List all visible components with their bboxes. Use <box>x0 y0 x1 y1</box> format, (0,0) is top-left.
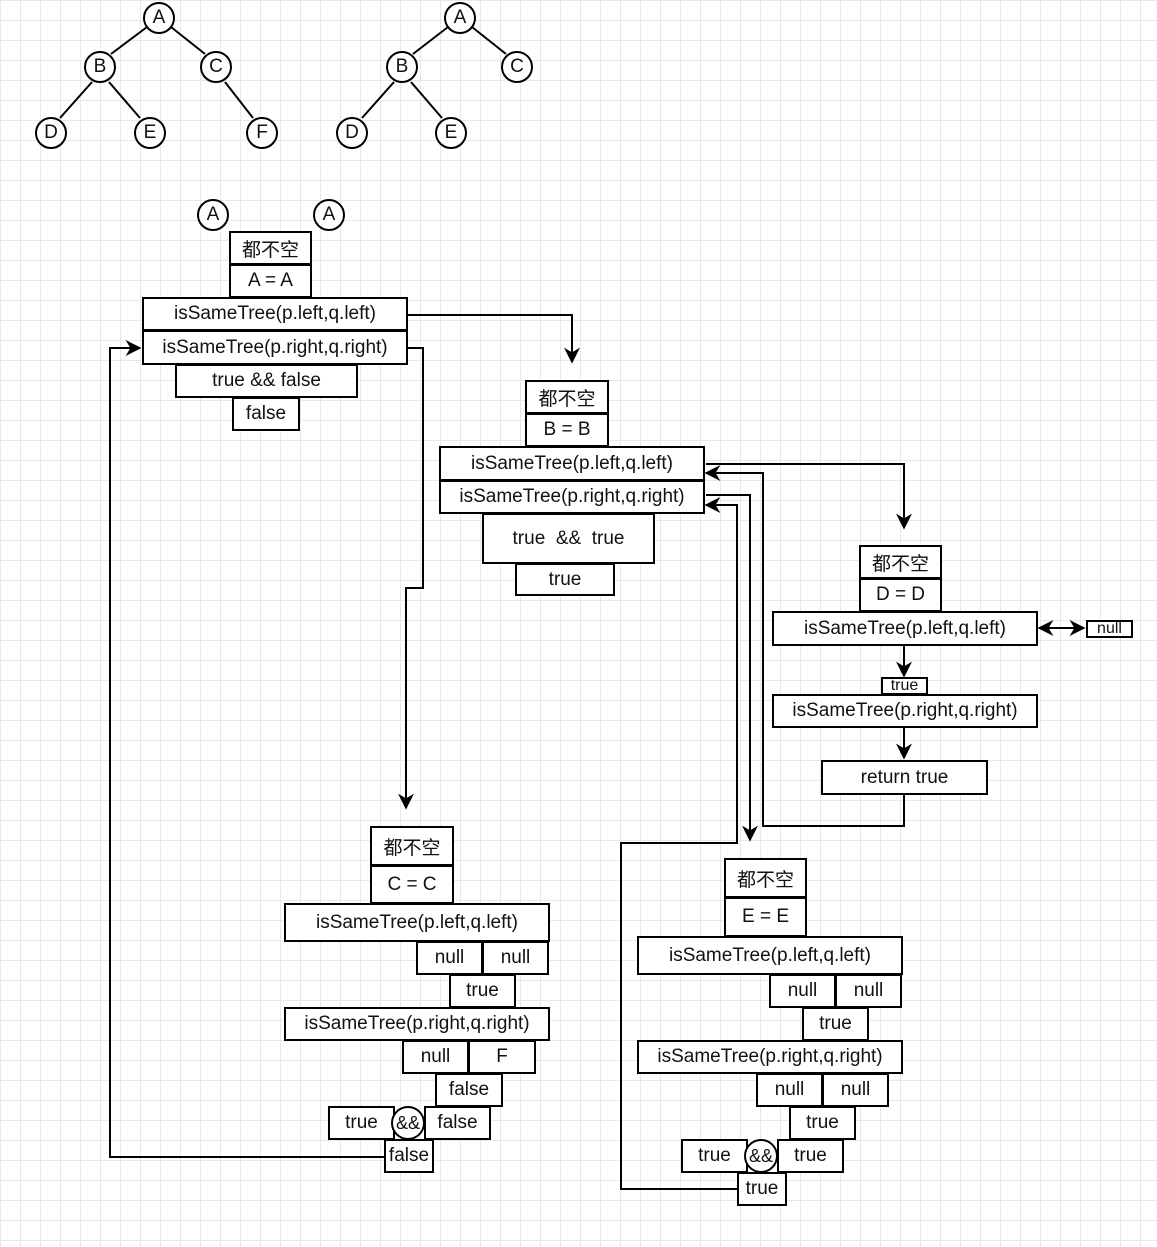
tree-p-node-c: C <box>200 51 232 83</box>
frame-c-not-null: 都不空 <box>370 826 454 866</box>
frame-a-combine: true && false <box>175 364 358 398</box>
frame-a-result: false <box>232 397 300 431</box>
frame-e-left-p: null <box>769 974 836 1008</box>
tree-edge <box>110 26 148 55</box>
frame-a-call-right: isSameTree(p.right,q.right) <box>142 330 408 365</box>
tree-q-node-a: A <box>444 2 476 34</box>
frame-c-result: false <box>384 1139 434 1173</box>
tree-q-node-c: C <box>501 51 533 83</box>
frame-b-combine: true && true <box>482 513 655 564</box>
frame-e-left-q: null <box>835 974 902 1008</box>
tree-p-node-b: B <box>84 51 116 83</box>
frame-c-right-q: F <box>468 1040 536 1074</box>
frame-b-call-right: isSameTree(p.right,q.right) <box>439 480 705 514</box>
frame-b-not-null: 都不空 <box>525 380 609 414</box>
tree-edge <box>108 81 141 119</box>
frame-e-right-p: null <box>756 1073 823 1107</box>
arrow-e-result-to-b-right <box>620 497 738 1190</box>
tree-p-node-f: F <box>246 117 278 149</box>
frame-c-call-right: isSameTree(p.right,q.right) <box>284 1007 550 1041</box>
tree-edge <box>224 81 254 119</box>
arrow-c-result-to-a-right <box>109 340 384 1158</box>
tree-edge <box>59 81 93 119</box>
frame-d-call-right: isSameTree(p.right,q.right) <box>772 694 1038 728</box>
frame-c-left-p: null <box>416 941 483 975</box>
arrow-b-right-to-e <box>706 494 758 842</box>
frame-c-call-left: isSameTree(p.left,q.left) <box>284 903 550 942</box>
tree-edge <box>471 26 507 55</box>
frame-c-combine-right: false <box>424 1106 491 1140</box>
tree-p-node-a: A <box>143 2 175 34</box>
frame-d-null-label: null <box>1086 620 1133 638</box>
tree-p-node-d: D <box>35 117 67 149</box>
frame-b-call-left: isSameTree(p.left,q.left) <box>439 446 705 481</box>
frame-b-result: true <box>515 563 615 596</box>
tree-edge <box>170 26 206 55</box>
arrow-b-left-to-d <box>706 463 912 530</box>
tree-p-node-e: E <box>134 117 166 149</box>
arrow-a-left-to-b <box>408 314 580 364</box>
frame-d-left-result: true <box>881 677 928 695</box>
frame-c-equal: C = C <box>370 865 454 904</box>
frame-e-combine-left: true <box>681 1139 748 1173</box>
tree-edge <box>412 26 449 55</box>
frame-d-return: return true <box>821 760 988 795</box>
frame-a-equal: A = A <box>229 264 312 298</box>
frame-d-equal: D = D <box>859 578 942 612</box>
frame-a-node-p: A <box>197 199 229 231</box>
arrow-d-return-to-b-left <box>704 465 905 827</box>
frame-e-combine-op: && <box>744 1139 778 1173</box>
frame-e-right-q: null <box>822 1073 889 1107</box>
arrow-a-right-to-c <box>398 347 424 810</box>
frame-d-call-left: isSameTree(p.left,q.left) <box>772 611 1038 646</box>
frame-e-result: true <box>737 1172 787 1206</box>
frame-a-call-left: isSameTree(p.left,q.left) <box>142 297 408 331</box>
tree-edge <box>410 81 443 119</box>
frame-e-call-right: isSameTree(p.right,q.right) <box>637 1040 903 1074</box>
frame-e-right-result: true <box>789 1106 856 1140</box>
tree-q-node-b: B <box>386 51 418 83</box>
frame-c-left-result: true <box>449 974 516 1008</box>
frame-e-combine-right: true <box>777 1139 844 1173</box>
frame-c-left-q: null <box>482 941 549 975</box>
frame-c-combine-op: && <box>391 1106 425 1140</box>
frame-a-not-null: 都不空 <box>229 231 312 265</box>
tree-q-edges <box>361 26 507 119</box>
frame-e-not-null: 都不空 <box>724 858 807 898</box>
tree-q-node-e: E <box>435 117 467 149</box>
frame-e-equal: E = E <box>724 897 807 937</box>
frame-e-call-left: isSameTree(p.left,q.left) <box>637 936 903 975</box>
frame-c-combine-left: true <box>328 1106 395 1140</box>
frame-a-node-q: A <box>313 199 345 231</box>
tree-edge <box>361 81 395 119</box>
frame-e-left-result: true <box>802 1007 869 1041</box>
frame-d-not-null: 都不空 <box>859 545 942 579</box>
frame-b-equal: B = B <box>525 413 609 447</box>
tree-p-edges <box>59 26 254 119</box>
tree-q-node-d: D <box>336 117 368 149</box>
frame-c-right-result: false <box>435 1073 503 1107</box>
frame-c-right-p: null <box>402 1040 469 1074</box>
